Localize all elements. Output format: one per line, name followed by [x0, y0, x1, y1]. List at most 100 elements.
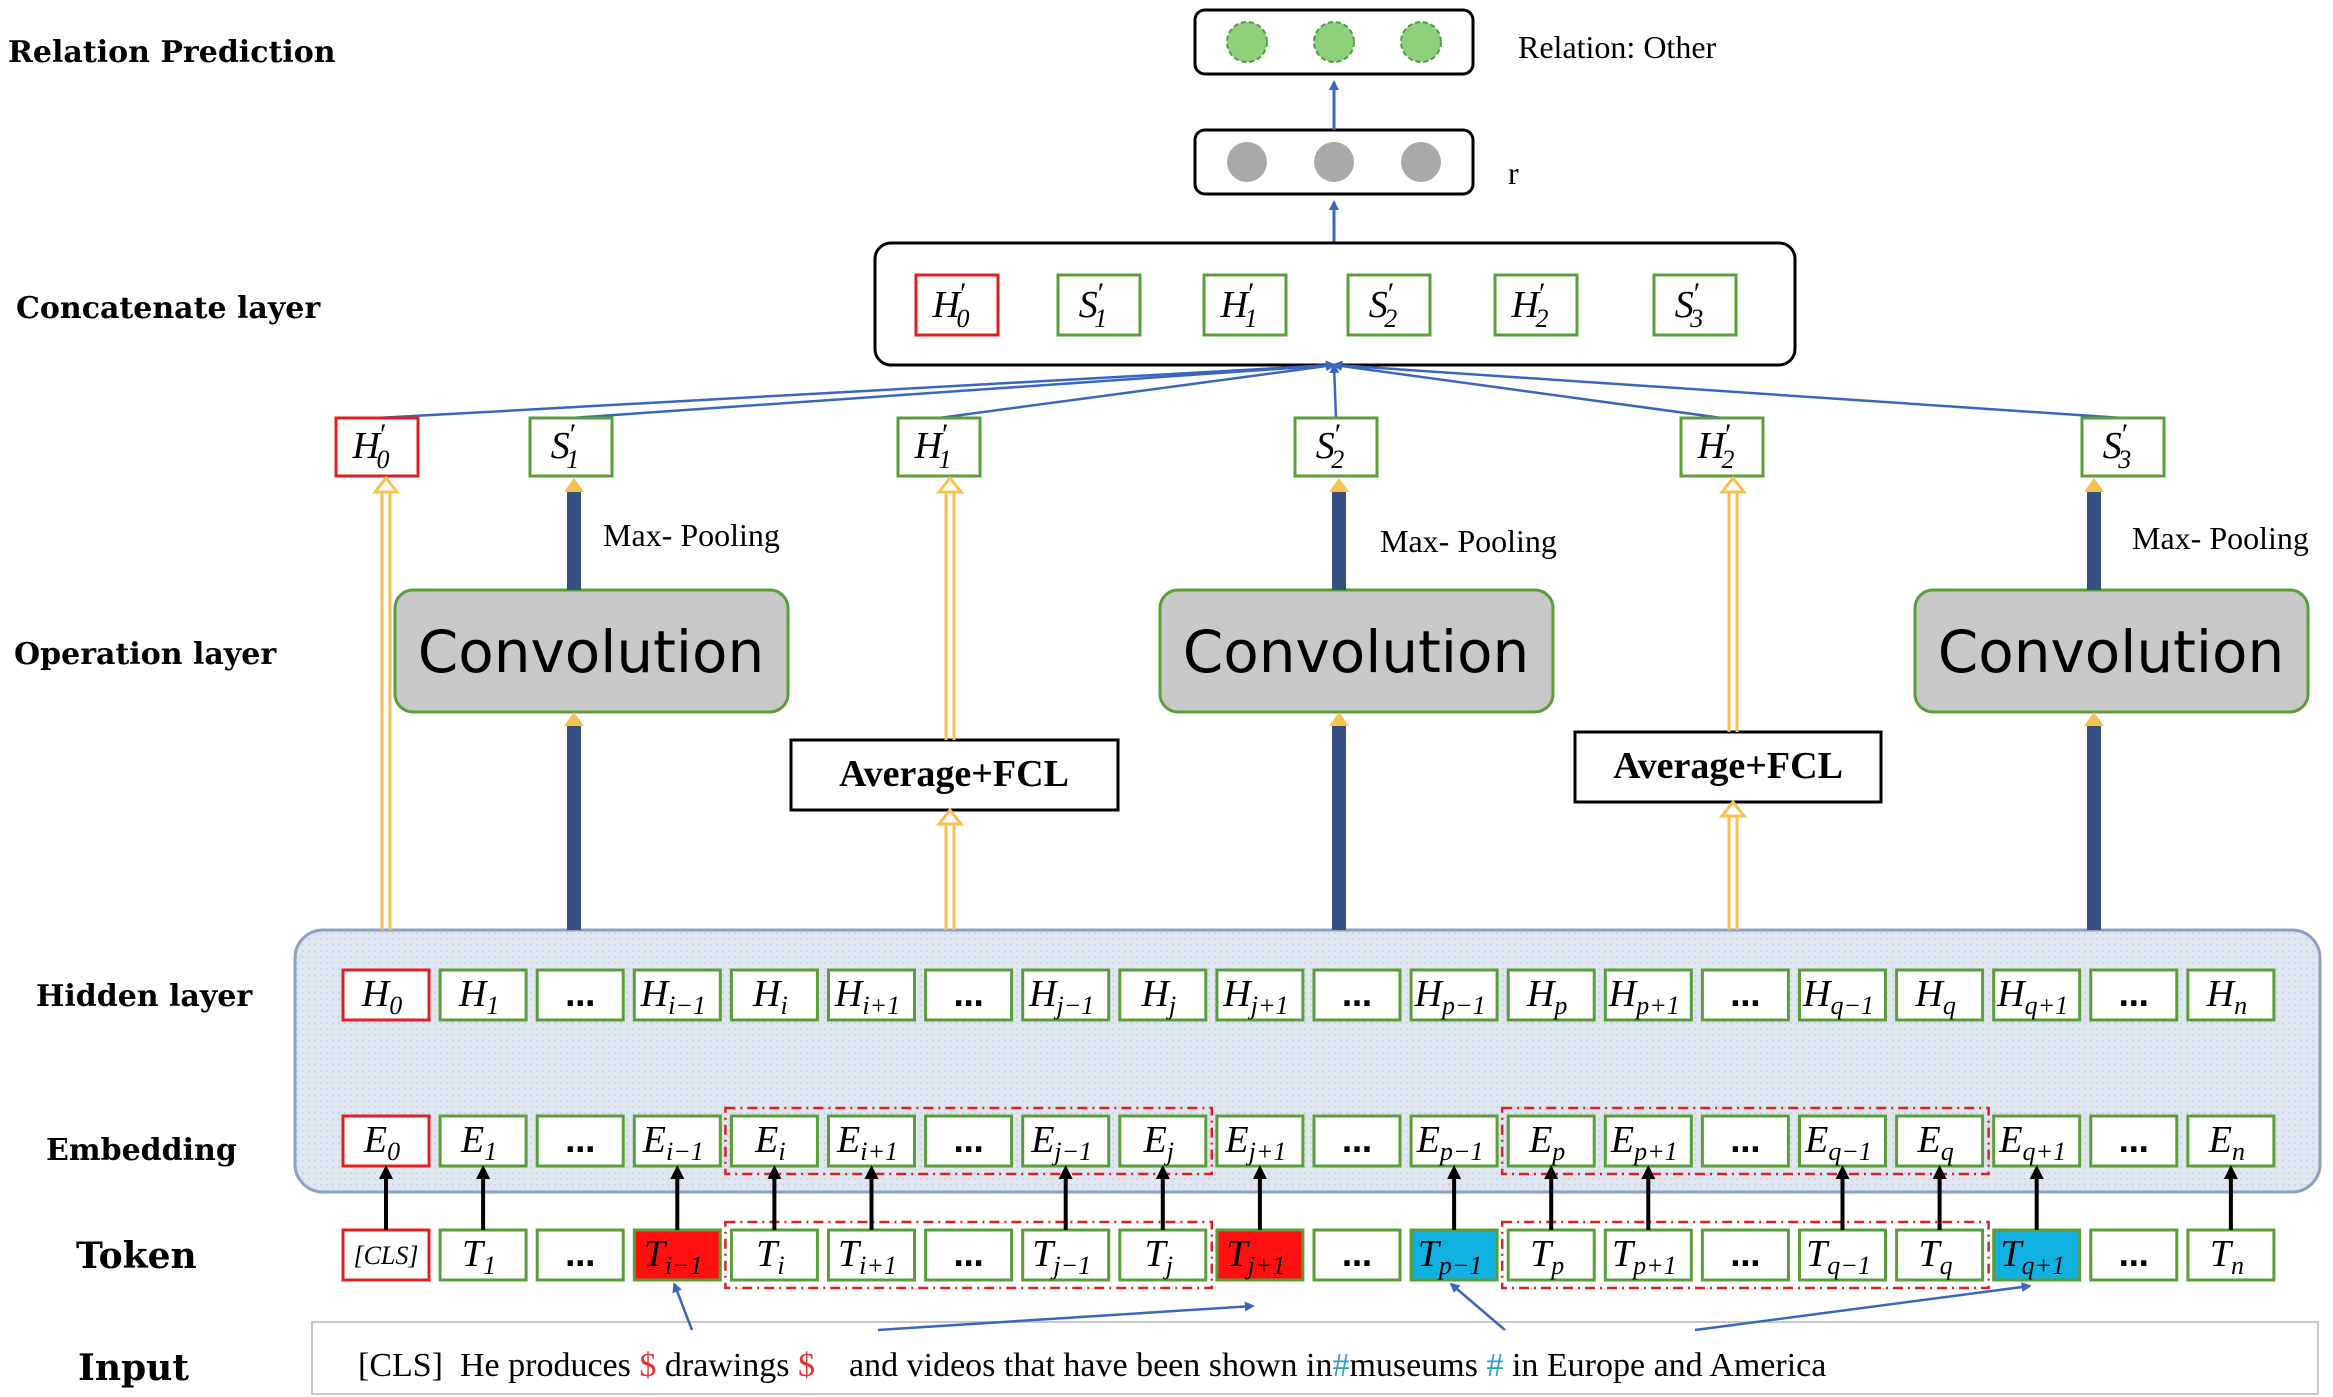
input-sentence-part: $	[639, 1347, 656, 1384]
hidden-cell	[1603, 968, 1693, 1022]
embedding-cell	[632, 1114, 722, 1168]
embedding-cell	[1798, 1114, 1887, 1168]
embedding-cell	[1021, 1114, 1111, 1168]
r-vector-box	[1193, 128, 1475, 196]
token-cell	[924, 1228, 1014, 1282]
input-sentence-part: #	[1486, 1347, 1503, 1384]
hidden-symbol: H0	[361, 973, 402, 1020]
svg-text:Average+FCL: Average+FCL	[1613, 745, 1843, 787]
concat-cell	[1493, 273, 1579, 337]
token-ellipsis: …	[565, 1239, 595, 1274]
embedding-ellipsis: …	[1342, 1125, 1372, 1160]
avg2-to-h2-arrow-head	[1718, 475, 1748, 494]
conv1-to-pool-arrow-head	[564, 478, 584, 492]
input-sentence-part: drawings	[656, 1347, 798, 1384]
fan-in-line	[1332, 360, 2124, 420]
concat-symbol: S′3	[1675, 277, 1704, 333]
pooled-output-symbol: H′0	[351, 418, 389, 474]
marker-pointer-line	[1449, 1282, 1506, 1331]
fan-in-line	[1329, 363, 1340, 419]
token-ellipsis: …	[1342, 1239, 1372, 1274]
concat-symbol: H′1	[1219, 277, 1257, 333]
hidden-to-avg2-arrow-head	[1718, 799, 1748, 818]
token-cell	[1506, 1228, 1596, 1282]
token-cell	[1215, 1228, 1305, 1282]
embedding-cell	[1118, 1114, 1208, 1168]
r-neuron	[1314, 142, 1354, 182]
label-operation-layer: Operation layer	[14, 637, 277, 672]
concat-symbol: S′1	[1079, 277, 1108, 333]
hidden-cell	[632, 968, 722, 1022]
label-concatenate-layer: Concatenate layer	[16, 291, 321, 326]
hidden-cell	[535, 968, 625, 1022]
embedding-cell	[341, 1114, 431, 1168]
marker-pointer-line	[672, 1282, 694, 1331]
hidden-symbol: Hi	[752, 973, 788, 1020]
hidden-to-conv2-arrow-head	[1329, 712, 1349, 726]
entity-span-outline	[724, 1220, 1214, 1290]
r-label: r	[1508, 155, 1519, 191]
r-neuron	[1227, 142, 1267, 182]
token-symbol: Tn	[2210, 1233, 2244, 1280]
convolution-box-1: Convolution	[393, 588, 790, 714]
cls-token-label: [CLS]	[353, 1241, 418, 1270]
embedding-cell	[729, 1114, 819, 1168]
fan-in-line	[376, 360, 1336, 420]
token-ellipsis: …	[2119, 1239, 2149, 1274]
hidden-cell	[1700, 968, 1790, 1022]
hidden-cell	[827, 968, 916, 1022]
svg-text:Convolution: Convolution	[1938, 618, 2285, 686]
label-token: Token	[76, 1235, 197, 1277]
concat-cell	[1202, 273, 1288, 337]
hidden-cell	[924, 968, 1014, 1022]
pooled-output-symbol: S′1	[551, 418, 580, 474]
hidden-to-avg1-arrow-head	[935, 807, 965, 826]
hidden-to-conv1-arrow-head	[564, 712, 584, 726]
embedding-ellipsis: …	[565, 1125, 595, 1160]
token-cell	[2089, 1228, 2179, 1282]
concat-symbol: H′2	[1510, 277, 1548, 333]
embedding-cell	[1506, 1114, 1596, 1168]
embedding-cell	[1409, 1114, 1499, 1168]
embedding-cell	[2186, 1114, 2276, 1168]
conv2-to-pool-arrow-head	[1329, 478, 1349, 492]
hidden-cell	[1798, 968, 1887, 1022]
input-sentence-part: and videos that have been shown in	[815, 1347, 1332, 1384]
concat-cell	[1056, 273, 1142, 337]
fan-in-line	[1332, 361, 1723, 420]
entity-span-outline	[1500, 1106, 1990, 1176]
label-hidden-layer: Hidden layer	[36, 979, 253, 1014]
hidden-cell	[1992, 968, 2082, 1022]
concat-symbol: S′2	[1369, 277, 1398, 333]
embedding-ellipsis: …	[2119, 1125, 2149, 1160]
average-fcl-box-2: Average+FCL	[1573, 730, 1883, 804]
token-ellipsis: …	[1730, 1239, 1760, 1274]
hidden-cell	[1118, 968, 1208, 1022]
input-sentence-part: $	[798, 1347, 815, 1384]
input-sentence-part: [CLS] He produces	[358, 1347, 639, 1384]
hidden-cell	[2089, 968, 2179, 1022]
hidden-cell	[1409, 968, 1499, 1022]
max-pooling-label-2: Max- Pooling	[1380, 523, 1557, 559]
hidden-cell	[729, 968, 819, 1022]
label-relation-prediction: Relation Prediction	[8, 35, 336, 70]
token-cell	[535, 1228, 625, 1282]
input-sentence: [CLS] He produces $ drawings $ and video…	[358, 1347, 1826, 1384]
embedding-symbol: Ep	[1528, 1119, 1565, 1166]
max-pooling-label-3: Max- Pooling	[2132, 520, 2309, 556]
token-cell	[1312, 1228, 1402, 1282]
pooled-output-symbol: H′2	[1696, 418, 1734, 474]
hidden-cell	[1895, 968, 1985, 1022]
token-cell	[1700, 1228, 1790, 1282]
concat-cell	[1652, 273, 1738, 337]
hidden-cell	[1021, 968, 1111, 1022]
embedding-cell	[535, 1114, 625, 1168]
pooled-output-symbol: S′2	[1316, 418, 1345, 474]
average-fcl-box-1: Average+FCL	[789, 738, 1120, 812]
input-sentence-part: #	[1332, 1347, 1349, 1384]
embedding-ellipsis: …	[954, 1125, 984, 1160]
hidden-ellipsis: …	[1342, 979, 1372, 1014]
token-cell	[1603, 1228, 1693, 1282]
pooled-output-symbol: S′3	[2103, 418, 2132, 474]
